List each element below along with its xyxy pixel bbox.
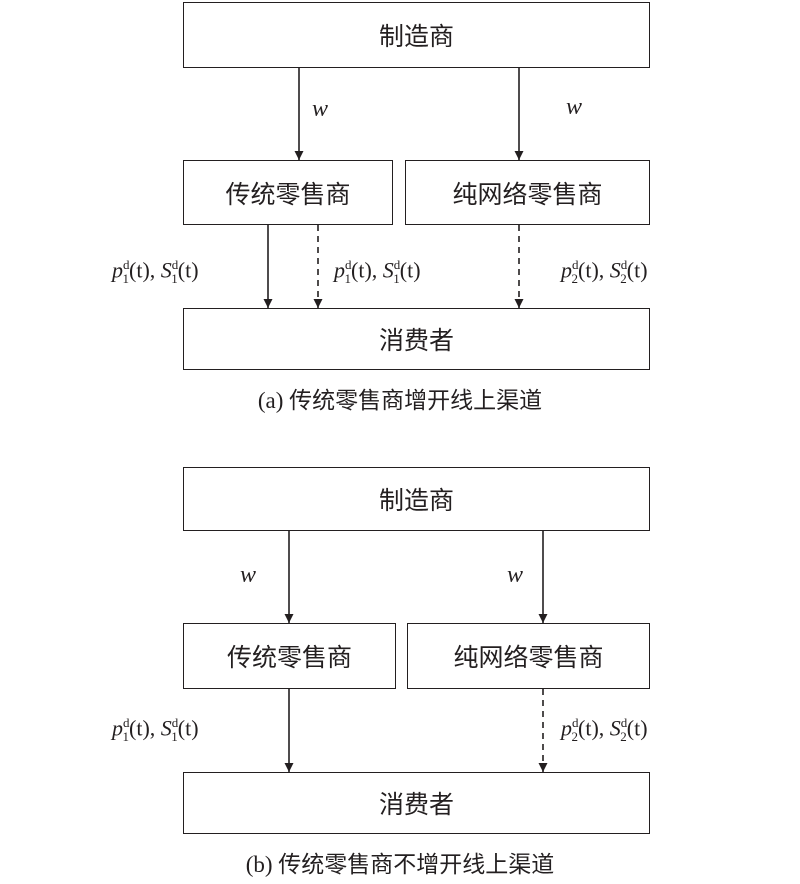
b-consumer-box: 消费者	[183, 772, 650, 834]
a-online-retailer-label: 纯网络零售商	[452, 179, 603, 209]
a-consumer-label: 消费者	[378, 326, 454, 355]
b-manufacturer-label: 制造商	[378, 486, 454, 515]
a-manufacturer-box: 制造商	[183, 2, 650, 68]
b-wholesale-price-right: w	[507, 562, 524, 588]
b-traditional-retailer-label: 传统零售商	[226, 643, 352, 672]
a-traditional-retailer-label: 传统零售商	[225, 179, 351, 209]
a-caption: (a) 传统零售商增开线上渠道	[257, 388, 543, 414]
a-edge-label-traditional-dashed: pd1(t), Sd1(t)	[334, 257, 421, 286]
b-consumer-label: 消费者	[378, 790, 454, 819]
a-wholesale-price-left: w	[312, 96, 329, 122]
a-wholesale-price-right: w	[566, 94, 583, 120]
b-edge-label-online-dashed: pd2(t), Sd2(t)	[561, 715, 648, 744]
a-online-retailer-box: 纯网络零售商	[405, 160, 650, 225]
a-edge-label-online-dashed: pd2(t), Sd2(t)	[561, 257, 648, 286]
a-consumer-box: 消费者	[183, 308, 650, 370]
b-edge-label-traditional-solid: pd1(t), Sd1(t)	[112, 715, 199, 744]
b-caption: (b) 传统零售商不增开线上渠道	[245, 852, 555, 878]
b-traditional-retailer-box: 传统零售商	[183, 623, 396, 689]
b-online-retailer-label: 纯网络零售商	[453, 643, 604, 672]
a-traditional-retailer-box: 传统零售商	[183, 160, 393, 225]
a-edge-label-traditional-solid: pd1(t), Sd1(t)	[112, 257, 199, 286]
a-manufacturer-label: 制造商	[378, 22, 454, 51]
b-manufacturer-box: 制造商	[183, 467, 650, 531]
b-wholesale-price-left: w	[240, 562, 257, 588]
b-online-retailer-box: 纯网络零售商	[407, 623, 650, 689]
